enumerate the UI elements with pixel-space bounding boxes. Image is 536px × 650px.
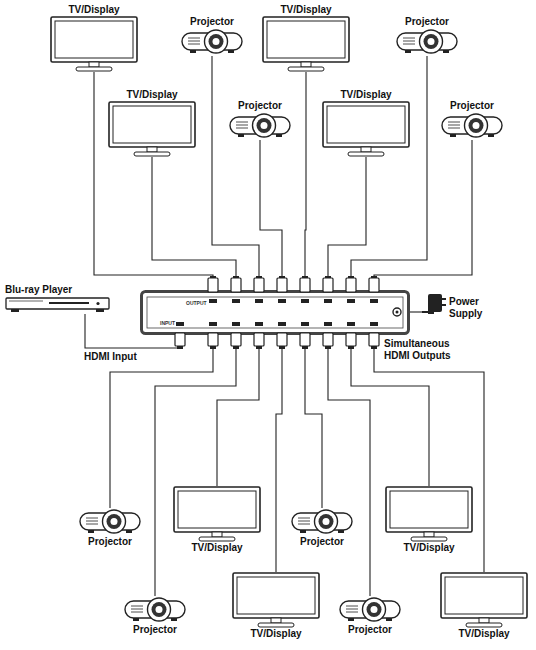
- tv-display-icon: [322, 101, 410, 157]
- projector: Projector: [180, 16, 244, 56]
- hdmi-cable: [276, 335, 282, 572]
- power-supply: Power Supply: [422, 292, 502, 322]
- tv-display: TV/Display: [322, 89, 410, 157]
- hdmi-cable: [305, 72, 306, 290]
- note-label: Simultaneous HDMI Outputs: [384, 338, 466, 362]
- label-holder: Simultaneous HDMI Outputs: [384, 338, 466, 362]
- label-holder: HDMI Input: [82, 351, 139, 363]
- device-label: Projector: [180, 16, 244, 28]
- power-adapter-icon: [422, 292, 446, 322]
- tv-display: TV/Display: [108, 89, 196, 157]
- projector-icon: [123, 596, 187, 624]
- tv-display-icon: [173, 486, 261, 542]
- hdmi-cable: [374, 140, 472, 290]
- tv-display: TV/Display: [440, 572, 528, 640]
- hdmi-cable: [212, 56, 259, 290]
- panel-marking: INPUT: [160, 320, 175, 326]
- projector-icon: [228, 112, 292, 140]
- hdmi-cable: [410, 311, 422, 312]
- device-label: Blu-ray Player: [5, 284, 110, 296]
- tv-display: TV/Display: [262, 4, 350, 72]
- projector-icon: [180, 28, 244, 56]
- projector-icon: [440, 112, 504, 140]
- device-label: Projector: [440, 100, 504, 112]
- tv-display-icon: [385, 486, 473, 542]
- projector-icon: [395, 28, 459, 56]
- device-label: Projector: [395, 16, 459, 28]
- device-label: Projector: [228, 100, 292, 112]
- device-label: TV/Display: [262, 4, 350, 16]
- projector: Projector: [440, 100, 504, 140]
- tv-display: TV/Display: [50, 4, 138, 72]
- blu-ray-player: Blu-ray Player: [5, 284, 110, 314]
- blu-ray-player-icon: [5, 296, 110, 314]
- projector: Projector: [290, 508, 354, 548]
- hdmi-cable: [155, 335, 236, 596]
- hdmi-cable: [305, 335, 322, 508]
- projector: Projector: [78, 508, 142, 548]
- tv-display-icon: [50, 16, 138, 72]
- hdmi-cable: [217, 335, 259, 486]
- device-label: TV/Display: [440, 628, 528, 640]
- device-label: TV/Display: [322, 89, 410, 101]
- device-label: TV/Display: [232, 628, 320, 640]
- tv-display: TV/Display: [173, 486, 261, 554]
- device-label: TV/Display: [173, 542, 261, 554]
- panel-marking: OUTPUT: [186, 300, 207, 306]
- projector: Projector: [123, 596, 187, 636]
- device-label: Projector: [290, 536, 354, 548]
- hdmi-cable: [260, 140, 282, 290]
- hdmi-cable: [328, 335, 370, 596]
- projector-icon: [290, 508, 354, 536]
- projector-icon: [78, 508, 142, 536]
- device-label: TV/Display: [50, 4, 138, 16]
- tv-display-icon: [262, 16, 350, 72]
- projector-icon: [338, 596, 402, 624]
- device-label: Projector: [78, 536, 142, 548]
- edge-label: HDMI Input: [82, 351, 139, 363]
- hdmi-splitter: OUTPUT INPUT: [140, 290, 410, 335]
- tv-display: TV/Display: [385, 486, 473, 554]
- tv-display-icon: [232, 572, 320, 628]
- tv-display-icon: [440, 572, 528, 628]
- hdmi-cable: [374, 335, 484, 572]
- splitter-panel: [140, 290, 410, 335]
- hdmi-cable: [328, 157, 366, 290]
- device-label: TV/Display: [108, 89, 196, 101]
- projector: Projector: [338, 596, 402, 636]
- device-label: TV/Display: [385, 542, 473, 554]
- device-label: Power Supply: [449, 296, 491, 320]
- hdmi-cable: [94, 72, 213, 290]
- projector: Projector: [395, 16, 459, 56]
- projector: Projector: [228, 100, 292, 140]
- tv-display-icon: [108, 101, 196, 157]
- tv-display: TV/Display: [232, 572, 320, 640]
- hdmi-cable: [152, 157, 236, 290]
- device-label: Projector: [123, 624, 187, 636]
- device-label: Projector: [338, 624, 402, 636]
